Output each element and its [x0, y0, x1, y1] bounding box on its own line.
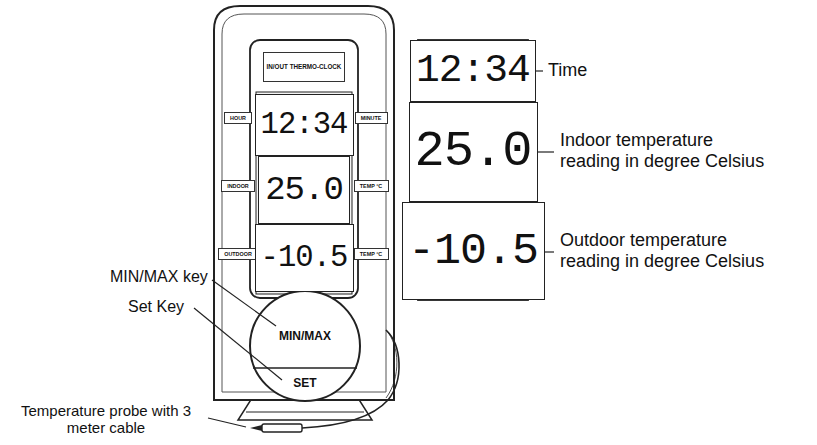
node-text: MIN/MAX	[279, 330, 331, 342]
callout-label: Outdoor temperature reading in degree Ce…	[560, 230, 775, 271]
side-label: OUTDOOR	[218, 248, 258, 260]
node-text: -10.5	[261, 243, 348, 274]
node-text: 12:34	[416, 51, 530, 91]
model-label: IN/OUT THERMO-CLOCK	[263, 52, 345, 82]
side-label: MINUTE	[355, 112, 388, 124]
node-text: -10.5	[408, 229, 538, 274]
side-label: TEMP °C	[354, 248, 389, 260]
node-text: 25.0	[265, 173, 343, 207]
display-indoor: 25.0	[409, 102, 538, 202]
node-text: TEMP °C	[360, 183, 382, 189]
lcd-outdoor: -10.5	[255, 224, 354, 292]
lcd-window	[256, 92, 352, 294]
node-text: IN/OUT THERMO-CLOCK	[267, 63, 342, 70]
display-outdoor: -10.5	[402, 202, 545, 300]
side-label: TEMP °C	[354, 180, 389, 192]
side-label: HOUR	[224, 112, 252, 124]
min-max-key: MIN/MAX	[262, 322, 348, 350]
node-text: HOUR	[230, 115, 246, 121]
callout-label: MIN/MAX key	[110, 268, 208, 286]
button-disc	[250, 291, 360, 401]
display-frame	[250, 40, 358, 298]
probe-tip	[250, 425, 262, 431]
callout-label: Set Key	[128, 298, 184, 316]
callout-label: Indoor temperature reading in degree Cel…	[560, 130, 775, 171]
node-text: OUTDOOR	[224, 251, 252, 257]
leader-lines	[194, 71, 554, 427]
node-text: SET	[293, 377, 316, 389]
callout-label: Temperature probe with 3 meter cable	[4, 402, 208, 437]
housing-inner-edge	[222, 14, 386, 392]
set-key: SET	[272, 372, 338, 394]
callout-label: Time	[548, 60, 587, 81]
display-time: 12:34	[410, 40, 536, 102]
node-text: 25.0	[415, 127, 532, 177]
lcd-indoor: 25.0	[258, 156, 350, 224]
lcd-time: 12:34	[255, 94, 354, 156]
node-text: MINUTE	[361, 115, 382, 121]
temperature-probe	[262, 424, 302, 432]
side-label: INDOOR	[221, 180, 255, 192]
housing	[214, 6, 394, 400]
node-text: INDOOR	[227, 183, 249, 189]
node-text: 12:34	[261, 110, 348, 141]
node-text: TEMP °C	[360, 251, 382, 257]
